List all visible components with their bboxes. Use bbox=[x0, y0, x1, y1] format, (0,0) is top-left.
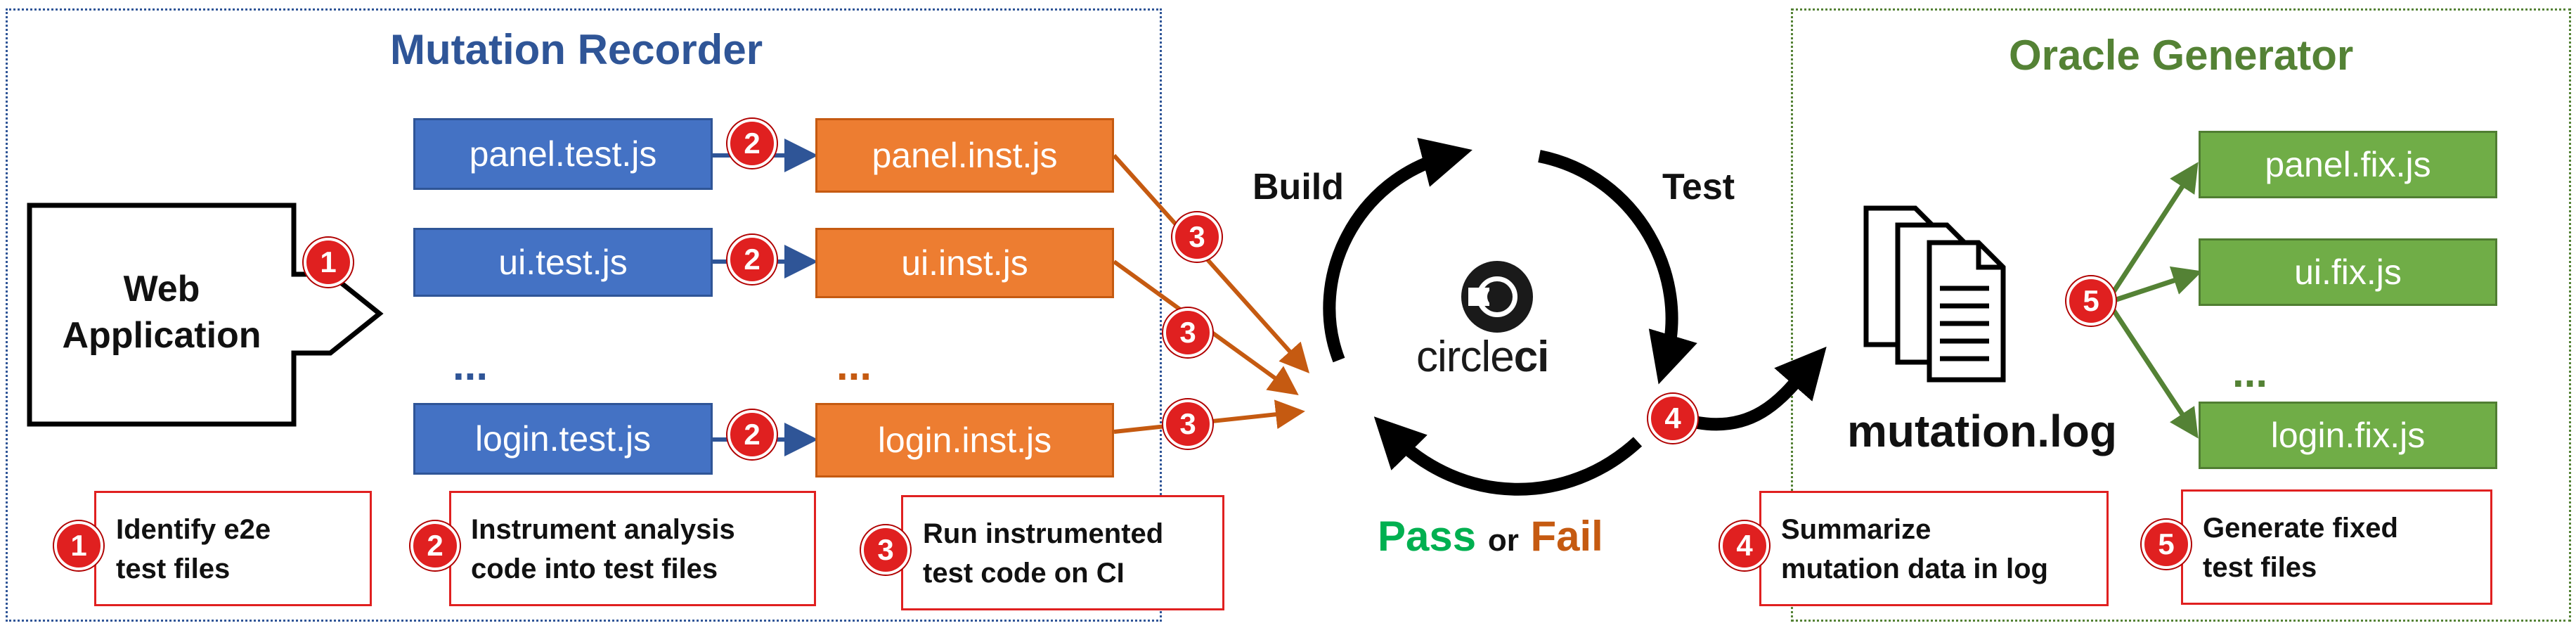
fix-file-ui: ui.fix.js bbox=[2199, 238, 2497, 306]
circleci-wordmark-ci: ci bbox=[1513, 333, 1550, 381]
step-badge-2-panel: 2 bbox=[727, 119, 777, 168]
build-label: Build bbox=[1253, 167, 1344, 207]
or-label: or bbox=[1487, 523, 1519, 558]
test-file-panel: panel.test.js bbox=[413, 118, 713, 190]
step-badge-2-login: 2 bbox=[727, 410, 777, 459]
step-badge-3-login: 3 bbox=[1163, 399, 1212, 449]
step-badge-2-ui: 2 bbox=[727, 235, 777, 284]
circleci-wordmark: circleci bbox=[1416, 332, 1550, 382]
pass-label: Pass bbox=[1378, 513, 1477, 560]
step-badge-3-panel: 3 bbox=[1172, 212, 1222, 262]
legend-badge-3: 3 bbox=[861, 525, 910, 575]
inst-files-ellipsis: ... bbox=[836, 342, 872, 389]
test-file-ui: ui.test.js bbox=[413, 228, 713, 297]
step-badge-5: 5 bbox=[2066, 276, 2116, 326]
fix-file-panel: panel.fix.js bbox=[2199, 131, 2497, 198]
test-label: Test bbox=[1662, 167, 1735, 207]
arrow-gen-login-fix bbox=[2110, 307, 2199, 439]
ci-cycle-arrow-result bbox=[1373, 416, 1643, 496]
inst-file-login: login.inst.js bbox=[815, 403, 1114, 478]
fix-file-login: login.fix.js bbox=[2199, 402, 2497, 469]
circleci-logo-icon bbox=[1461, 261, 1533, 333]
arrow-gen-ui-fix bbox=[2111, 266, 2203, 304]
step-badge-4: 4 bbox=[1648, 394, 1697, 443]
log-documents-icon bbox=[1863, 205, 2006, 383]
ci-cycle-arrow-test bbox=[1538, 150, 1697, 385]
inst-file-panel: panel.inst.js bbox=[815, 118, 1114, 193]
fix-files-ellipsis: ... bbox=[2232, 349, 2268, 396]
mutation-recorder-frame bbox=[6, 8, 1162, 622]
oracle-generator-title: Oracle Generator bbox=[2009, 32, 2354, 79]
fail-label: Fail bbox=[1530, 513, 1603, 560]
mutation-log-label: mutation.log bbox=[1847, 406, 2117, 456]
arrow-panel-inst-ci bbox=[1112, 153, 1310, 373]
step-badge-3-ui: 3 bbox=[1163, 308, 1212, 357]
test-file-login: login.test.js bbox=[413, 403, 713, 475]
legend-badge-2: 2 bbox=[410, 521, 460, 570]
web-application-arrow-shape bbox=[27, 203, 384, 427]
arrow-gen-panel-fix bbox=[2110, 162, 2199, 295]
test-files-ellipsis: ... bbox=[453, 342, 488, 389]
legend-badge-1: 1 bbox=[54, 521, 103, 570]
step-badge-1: 1 bbox=[304, 238, 353, 287]
inst-file-ui: ui.inst.js bbox=[815, 228, 1114, 298]
pass-or-fail-label: Pass or Fail bbox=[1378, 512, 1603, 560]
arrow-ci-to-log bbox=[1692, 346, 1827, 431]
legend-badge-4: 4 bbox=[1720, 521, 1769, 570]
oracle-generator-frame bbox=[1791, 8, 2571, 622]
mutation-recorder-title: Mutation Recorder bbox=[390, 26, 763, 73]
web-application-label: Web Application bbox=[62, 269, 261, 356]
legend-badge-5: 5 bbox=[2142, 520, 2191, 569]
ci-cycle-arrow-build bbox=[1323, 138, 1473, 363]
circleci-wordmark-circle: circle bbox=[1416, 333, 1515, 381]
